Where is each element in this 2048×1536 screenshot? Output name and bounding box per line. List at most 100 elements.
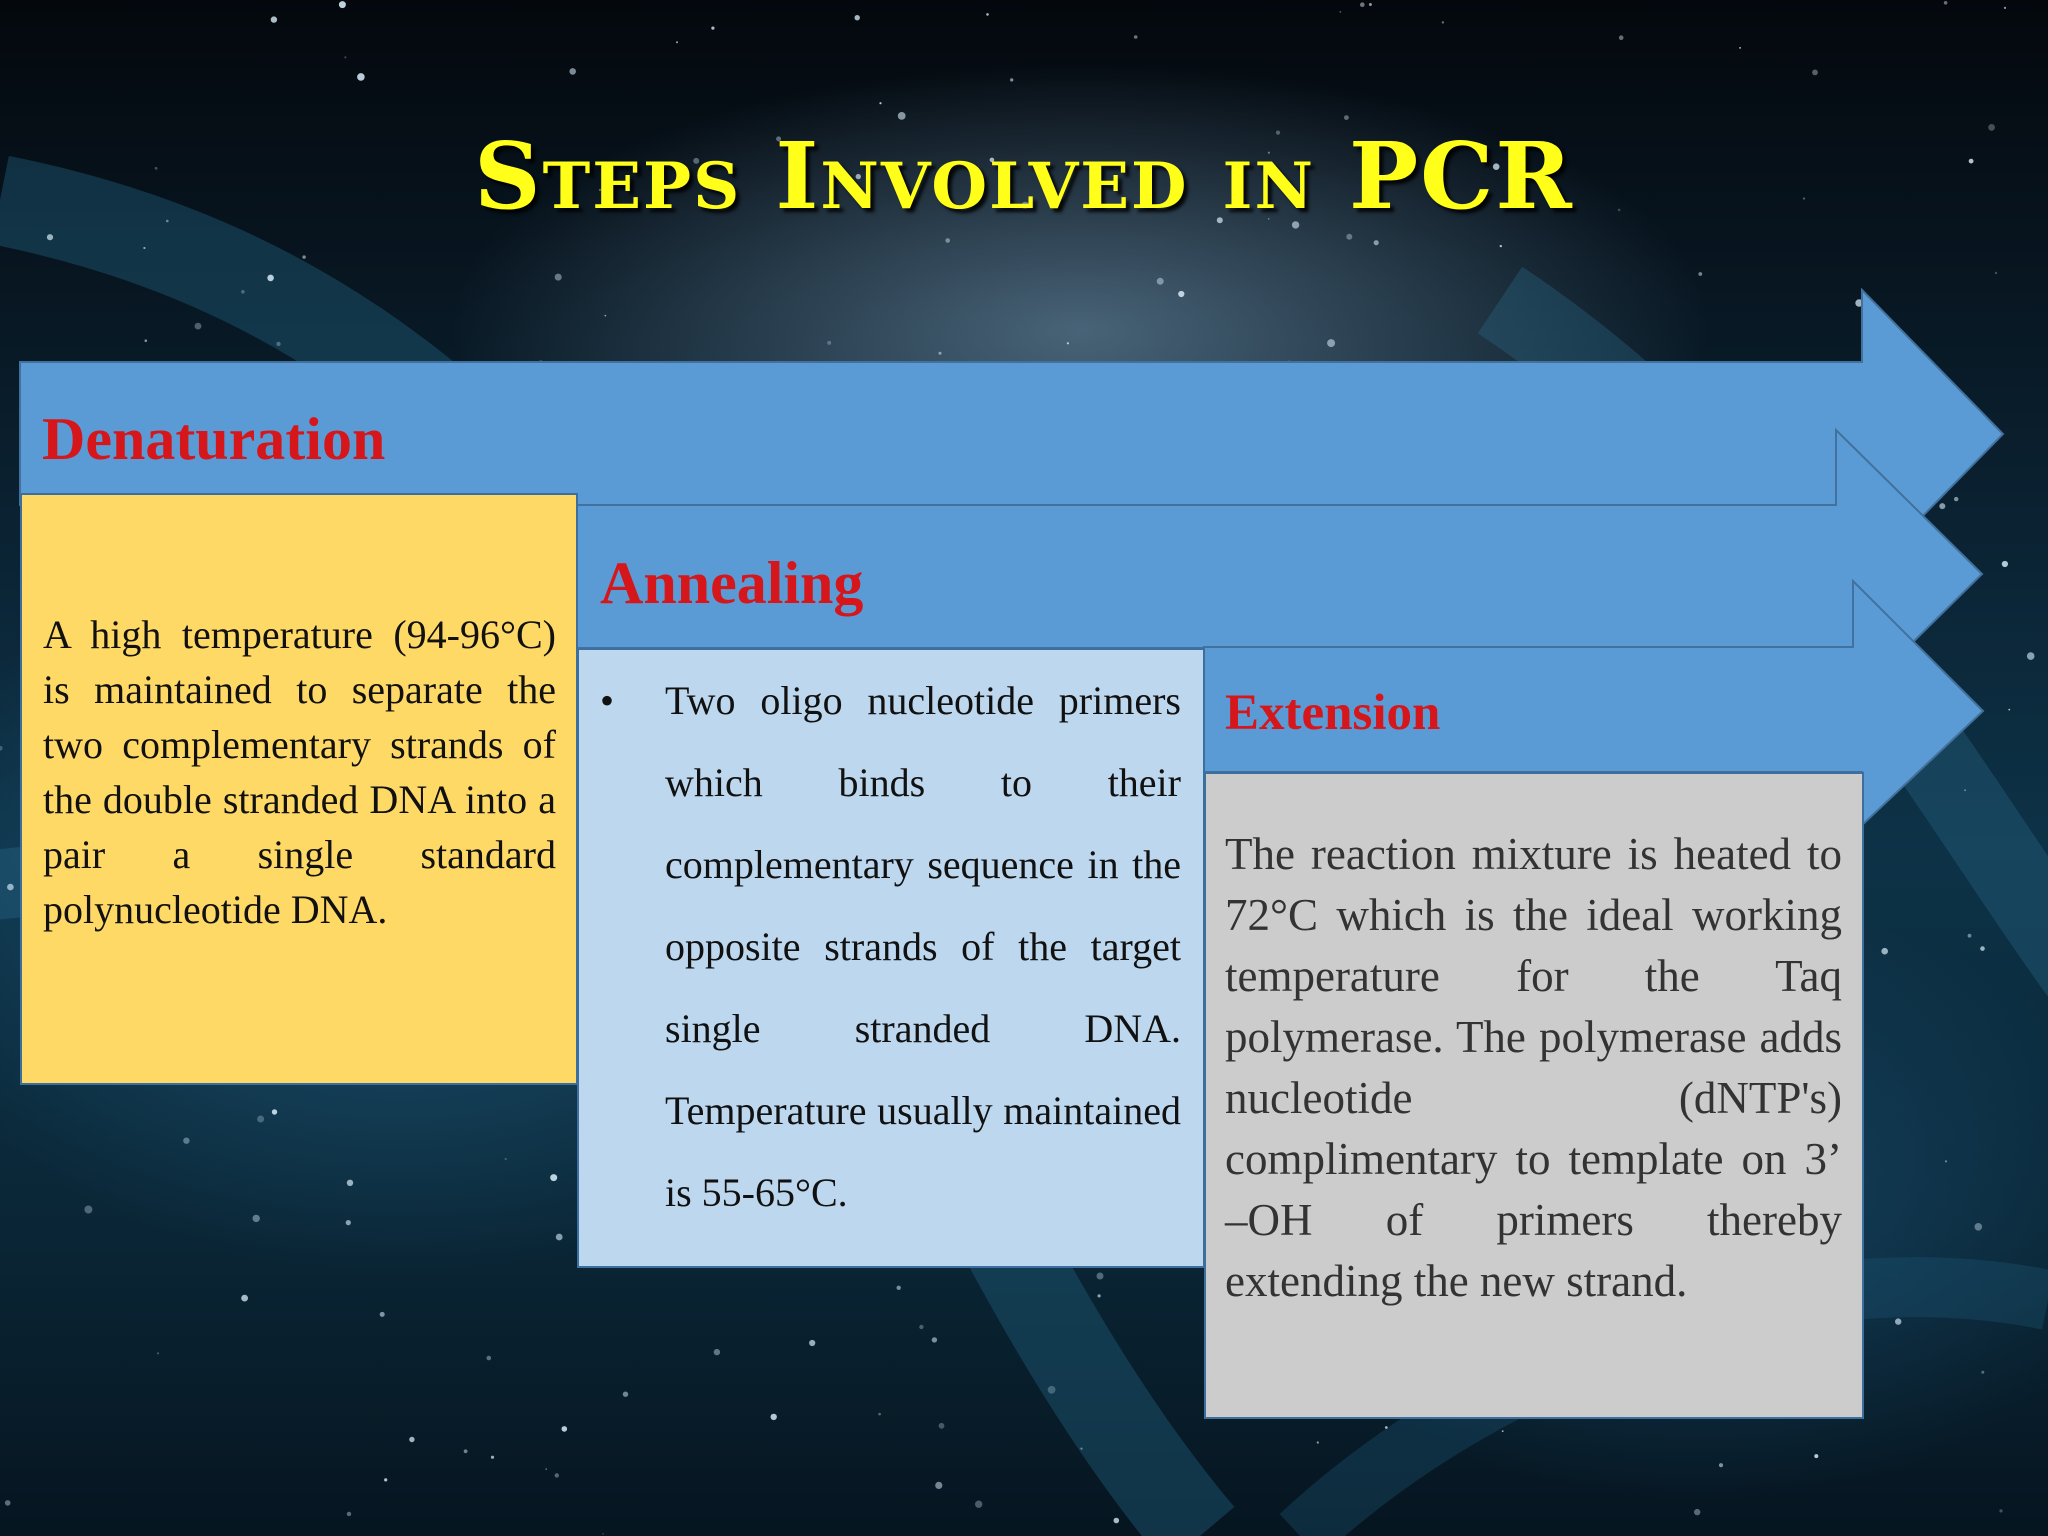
sparkle-dot [604, 314, 607, 317]
sparkle-dot [346, 1511, 352, 1517]
sparkle-dot [1974, 1223, 1983, 1231]
sparkle-dot [379, 1311, 385, 1317]
sparkle-dot [1267, 151, 1270, 154]
sparkle-dot [1113, 1517, 1120, 1524]
sparkle-dot [938, 351, 942, 355]
sparkle-dot [1344, 115, 1349, 120]
sparkle-dot [555, 1233, 563, 1241]
sparkle-dot [0, 746, 3, 751]
sparkle-dot [241, 1294, 249, 1302]
sparkle-dot [1895, 1318, 1902, 1325]
sparkle-dot [935, 1481, 943, 1489]
sparkle-dot [554, 273, 562, 281]
sparkle-dot [896, 1285, 901, 1291]
sparkle-dot [1994, 271, 1998, 275]
sparkle-dot [267, 274, 274, 282]
sparkle-dot [490, 1455, 495, 1459]
sparkle-dot [711, 26, 715, 30]
sparkle-dot [409, 1436, 415, 1443]
sparkle-dot [1739, 47, 1741, 49]
denaturation-heading: Denaturation [42, 406, 386, 472]
sparkle-dot [676, 41, 678, 44]
sparkle-dot [1694, 1508, 1701, 1516]
sparkle-dot [554, 1473, 559, 1478]
sparkle-dot [1881, 947, 1888, 955]
sparkle-dot [183, 1137, 190, 1144]
sparkle-dot [1097, 1294, 1101, 1298]
sparkle-dot [855, 173, 861, 180]
sparkle-dot [1954, 496, 1959, 502]
sparkle-dot [7, 883, 14, 891]
slide-title: Steps Involved in PCR [474, 122, 1574, 230]
sparkle-dot [1156, 277, 1164, 285]
sparkle-dot [1964, 789, 1966, 792]
extension-description: The reaction mixture is heated to 72°C w… [1225, 829, 1842, 1306]
sparkle-dot [776, 136, 782, 142]
sparkle-dot [1968, 158, 1974, 164]
sparkle-dot [1944, 1160, 1948, 1163]
sparkle-dot [357, 73, 365, 81]
sparkle-dot [1066, 342, 1069, 345]
sparkle-dot [598, 188, 602, 192]
sparkle-dot [945, 238, 950, 243]
sparkle-dot [1080, 1447, 1083, 1450]
denaturation-description-box: A high temperature (94-96°C) is maintain… [20, 493, 578, 1085]
sparkle-dot [1802, 197, 1806, 200]
sparkle-dot [1499, 244, 1503, 248]
sparkle-dot [897, 112, 906, 120]
sparkle-dot [1618, 35, 1624, 40]
sparkle-dot [344, 56, 347, 59]
sparkle-dot [1384, 1426, 1388, 1429]
sparkle-dot [931, 1337, 938, 1343]
sparkle-dot [986, 13, 989, 16]
sparkle-dot [1360, 2, 1365, 8]
sparkle-dot [302, 255, 306, 259]
sparkle-dot [504, 1157, 507, 1161]
sparkle-dot [1373, 240, 1379, 246]
sparkle-dot [1967, 933, 1972, 938]
list-item: • Two oligo nucleotide primers which bin… [600, 660, 1181, 1234]
sparkle-dot [713, 1348, 721, 1356]
sparkle-dot [1617, 208, 1621, 212]
sparkle-dot [1096, 1272, 1104, 1280]
sparkle-dot [2026, 652, 2035, 660]
sparkle-dot [1999, 1509, 2003, 1513]
sparkle-dot [154, 166, 158, 170]
sparkle-dot [693, 157, 700, 164]
sparkle-dot [827, 340, 832, 345]
bullet-icon: • [600, 678, 615, 723]
sparkle-dot [143, 246, 146, 250]
sparkle-dot [545, 1468, 547, 1470]
sparkle-dot [1267, 218, 1270, 220]
sparkle-dot [384, 1478, 388, 1482]
sparkle-dot [1316, 1441, 1319, 1444]
sparkle-dot [561, 1426, 568, 1432]
sparkle-dot [270, 16, 278, 23]
sparkle-dot [156, 1352, 160, 1355]
sparkle-dot [1988, 124, 1995, 131]
sparkle-dot [1133, 35, 1138, 39]
denaturation-description: A high temperature (94-96°C) is maintain… [43, 612, 556, 932]
sparkle-dot [2003, 6, 2007, 9]
sparkle-dot [550, 1174, 558, 1182]
sparkle-dot [166, 219, 169, 223]
sparkle-dot [989, 157, 995, 163]
sparkle-dot [1047, 1385, 1056, 1394]
sparkle-dot [1501, 1430, 1504, 1432]
sparkle-dot [1943, 1, 1948, 5]
sparkle-dot [1855, 299, 1863, 307]
sparkle-dot [4, 1500, 11, 1506]
sparkle-dot [338, 1, 346, 9]
sparkle-dot [1346, 233, 1353, 240]
sparkle-dot [854, 15, 860, 21]
sparkle-dot [622, 1391, 629, 1397]
sparkle-dot [919, 1324, 924, 1330]
sparkle-dot [1980, 946, 1985, 951]
sparkle-dot [1178, 290, 1185, 298]
sparkle-dot [878, 1412, 881, 1416]
sparkle-dot [1275, 130, 1281, 135]
sparkle-dot [1814, 1454, 1819, 1459]
sparkle-dot [1291, 221, 1300, 229]
sparkle-dot [2008, 708, 2011, 711]
